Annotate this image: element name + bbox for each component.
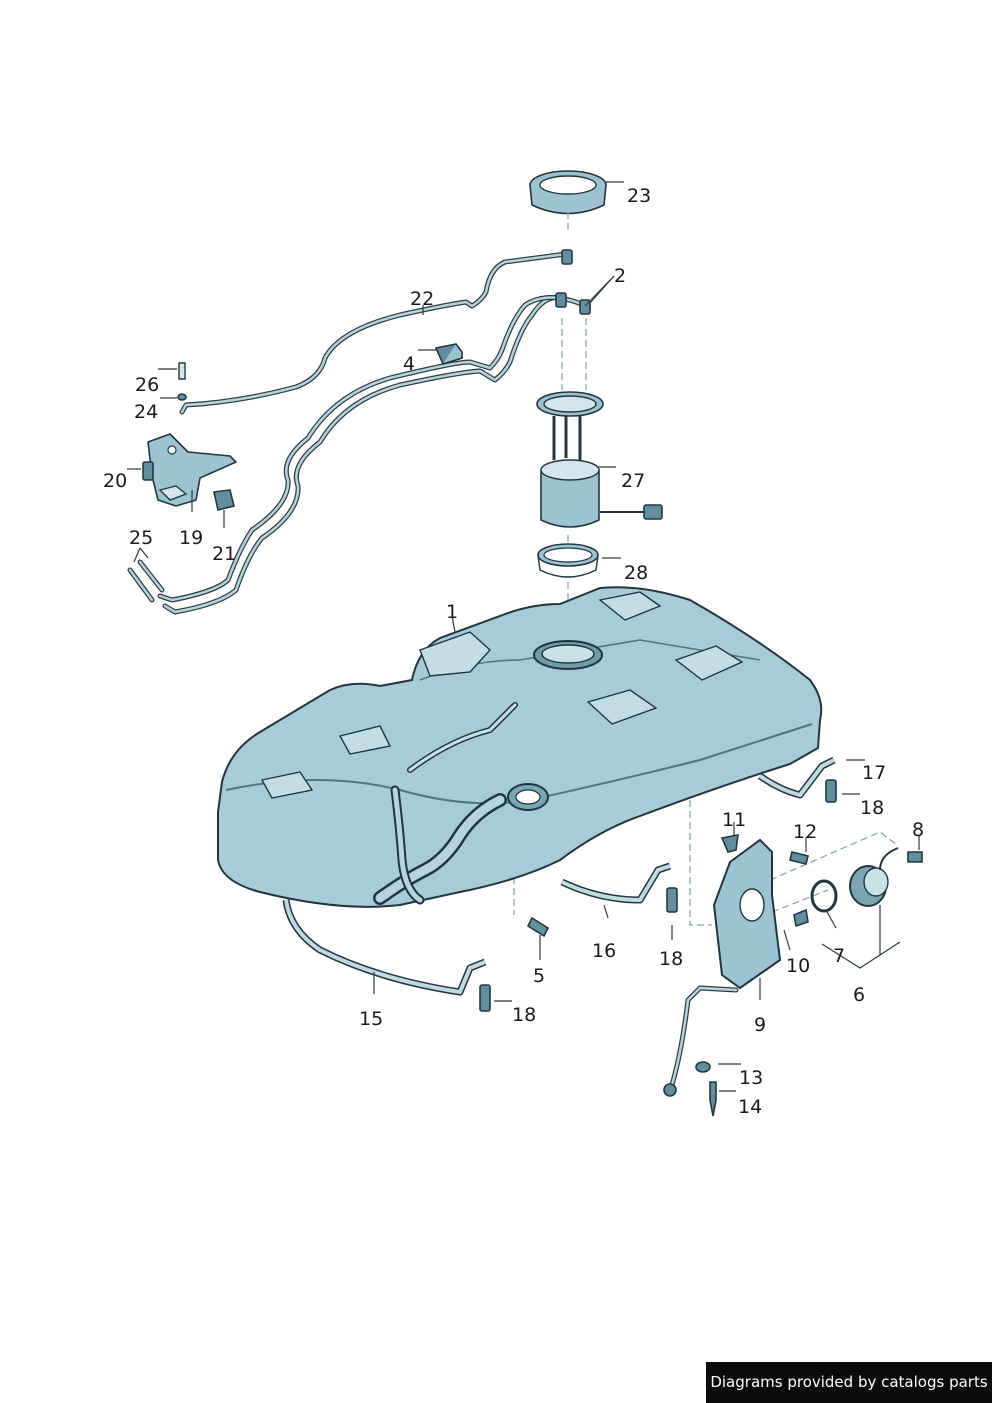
callout-19: 19 xyxy=(179,527,204,549)
part-9-filler-bracket xyxy=(663,838,782,1097)
part-13-clip xyxy=(695,1061,711,1073)
part-12-screw xyxy=(789,851,809,865)
part-16-strap xyxy=(560,862,672,904)
callout-27: 27 xyxy=(621,470,646,492)
part-6-filler-cap xyxy=(849,847,899,907)
callout-12: 12 xyxy=(793,821,818,843)
callout-23: 23 xyxy=(627,185,652,207)
callout-25: 25 xyxy=(129,527,154,549)
leader-lines xyxy=(127,181,920,1092)
callout-20: 20 xyxy=(103,470,128,492)
callout-11: 11 xyxy=(722,809,747,831)
footer-credit: Diagrams provided by catalogs parts xyxy=(706,1362,992,1403)
part-4-clip xyxy=(434,343,464,365)
callout-28: 28 xyxy=(624,562,649,584)
part-18-bolt-b xyxy=(666,887,678,913)
callout-18-upper: 18 xyxy=(860,797,885,819)
callout-13: 13 xyxy=(739,1067,764,1089)
callout-21: 21 xyxy=(212,543,237,565)
callout-24: 24 xyxy=(134,401,159,423)
part-24-grommet xyxy=(177,393,187,401)
callout-17: 17 xyxy=(862,762,887,784)
callout-18-lower: 18 xyxy=(512,1004,537,1026)
callout-10: 10 xyxy=(786,955,811,977)
part-25-connectors xyxy=(127,559,165,603)
callout-8: 8 xyxy=(912,819,925,841)
callout-2: 2 xyxy=(614,265,627,287)
part-8-grommet xyxy=(907,851,923,863)
fuel-supply-lines xyxy=(157,292,591,615)
callout-16: 16 xyxy=(592,940,617,962)
callout-14: 14 xyxy=(738,1096,763,1118)
part-19-bracket xyxy=(147,433,237,507)
part-7-o-ring xyxy=(810,879,838,913)
part-23-locking-ring xyxy=(529,170,607,232)
callout-9: 9 xyxy=(754,1014,767,1036)
callout-7: 7 xyxy=(833,945,846,967)
callout-1: 1 xyxy=(446,601,459,623)
part-22-fuel-line xyxy=(179,249,573,415)
part-15-strap xyxy=(282,899,487,996)
part-18-bolt-c xyxy=(479,984,491,1012)
part-17-strap xyxy=(757,756,836,799)
part-18-bolt-a xyxy=(825,779,837,803)
callout-6: 6 xyxy=(853,984,866,1006)
part-10-screw xyxy=(793,908,809,928)
part-28-seal xyxy=(537,543,599,578)
callout-26: 26 xyxy=(135,374,160,396)
part-20-bolt xyxy=(142,461,154,481)
part-1-fuel-tank xyxy=(217,586,823,908)
part-27-fuel-pump xyxy=(536,391,663,528)
callout-4: 4 xyxy=(403,353,416,375)
part-11-clip xyxy=(720,834,739,853)
callout-5: 5 xyxy=(533,965,546,987)
part-5-bolt xyxy=(526,916,550,938)
callout-22: 22 xyxy=(410,288,435,310)
callout-15: 15 xyxy=(359,1008,384,1030)
callout-18-middle: 18 xyxy=(659,948,684,970)
part-21-clip xyxy=(213,489,235,511)
part-26-pin xyxy=(178,362,186,380)
part-14-screw xyxy=(709,1081,717,1117)
